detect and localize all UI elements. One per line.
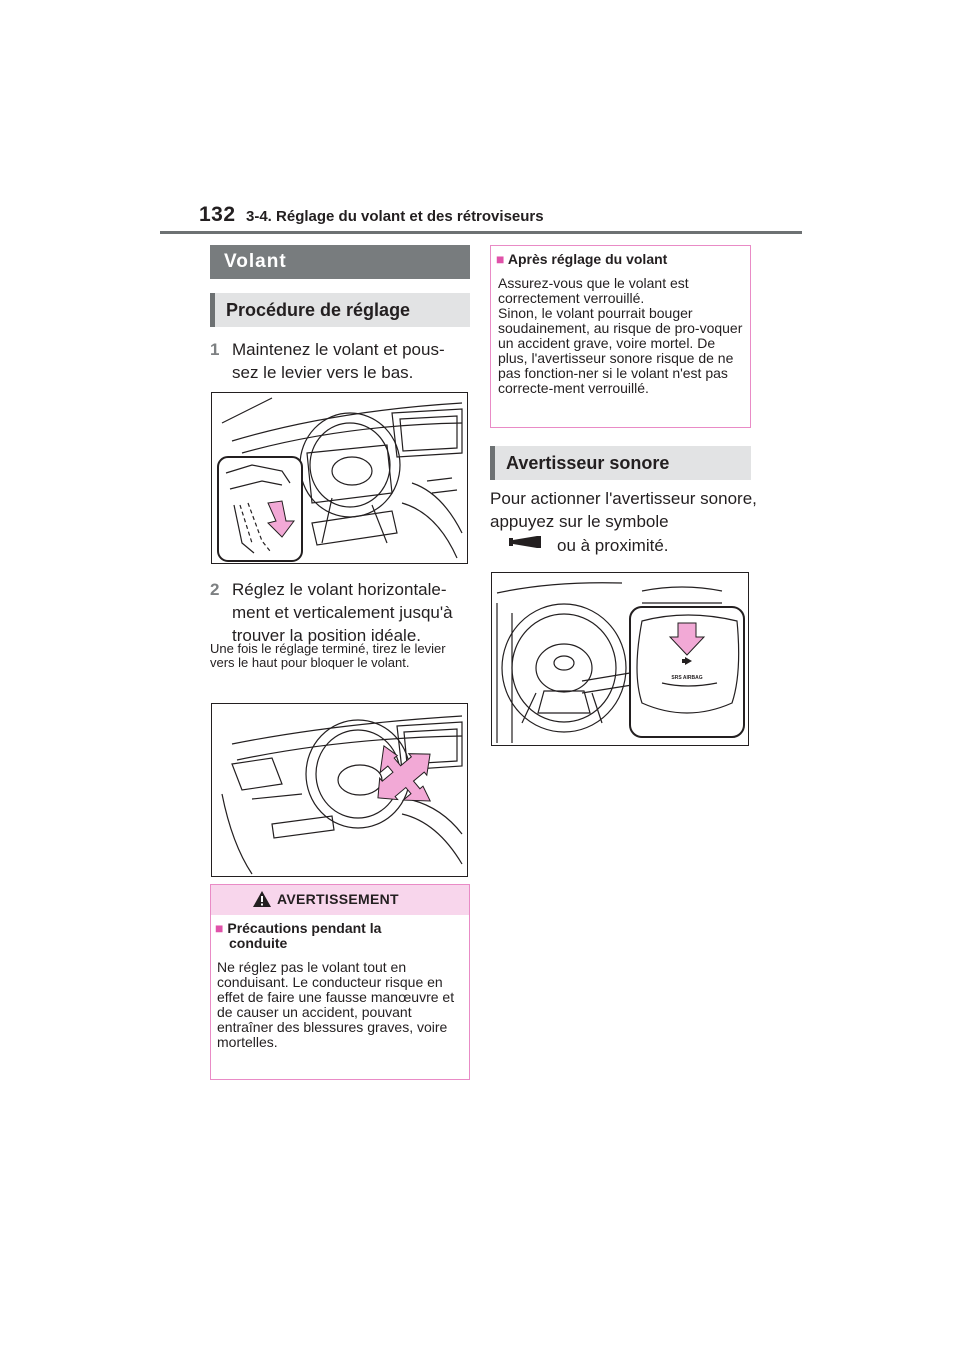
info-body-line1: Assurez-vous que le volant est correctem… xyxy=(498,275,689,306)
warning-body: Ne réglez pas le volant tout en conduisa… xyxy=(217,959,455,1050)
step-1: 1 Maintenez le volant et pous-sez le lev… xyxy=(210,338,470,384)
figure-lever-down xyxy=(211,392,468,564)
horn-instruction-tail: ou à proximité. xyxy=(557,536,669,555)
figure-adjust-wheel xyxy=(211,703,468,877)
horn-illustration: SRS AIRBAG xyxy=(496,582,745,743)
step-2: 2 Réglez le volant horizontale-ment et v… xyxy=(210,578,470,647)
info-subtitle: ■ Après réglage du volant xyxy=(496,252,746,267)
lever-illustration xyxy=(217,397,463,562)
step-2-text: Réglez le volant horizontale-ment et ver… xyxy=(232,580,453,645)
figure-horn: SRS AIRBAG xyxy=(491,572,749,746)
subheading-horn: Avertisseur sonore xyxy=(490,446,751,480)
info-body: Assurez-vous que le volant est correctem… xyxy=(498,276,748,396)
warning-subtitle: ■ Précautions pendant la conduite xyxy=(215,921,465,951)
page-number: 132 xyxy=(199,203,236,226)
info-subtitle-text: Après réglage du volant xyxy=(507,251,668,267)
warning-bullet: ■ xyxy=(215,920,224,936)
warning-triangle-icon xyxy=(253,891,271,907)
horn-icon xyxy=(509,536,541,548)
step-2-number: 2 xyxy=(210,580,220,599)
airbag-label: SRS AIRBAG xyxy=(671,675,702,681)
info-body-line2: Sinon, le volant pourrait bouger soudain… xyxy=(498,305,743,396)
step-1-text: Maintenez le volant et pous-sez le levie… xyxy=(232,340,445,382)
subheading-procedure: Procédure de réglage xyxy=(210,293,470,327)
header-rule xyxy=(160,231,802,234)
adjust-illustration xyxy=(221,715,463,875)
warning-subtitle-line2: conduite xyxy=(229,935,288,951)
warning-subtitle-line1: Précautions pendant la xyxy=(227,920,382,936)
step-1-number: 1 xyxy=(210,340,220,359)
main-title: Volant xyxy=(210,245,470,279)
info-box: ■ Après réglage du volant Assurez-vous q… xyxy=(490,245,751,428)
adjust-note: Une fois le réglage terminé, tirez le le… xyxy=(210,641,446,670)
warning-label: AVERTISSEMENT xyxy=(277,891,399,907)
warning-header xyxy=(211,885,469,915)
horn-instruction: Pour actionner l'avertisseur sonore, app… xyxy=(490,489,757,531)
info-bullet: ■ xyxy=(496,251,505,267)
section-title: 3-4. Réglage du volant et des rétroviseu… xyxy=(246,208,544,225)
warning-box: AVERTISSEMENT ■ Précautions pendant la c… xyxy=(210,884,470,1080)
